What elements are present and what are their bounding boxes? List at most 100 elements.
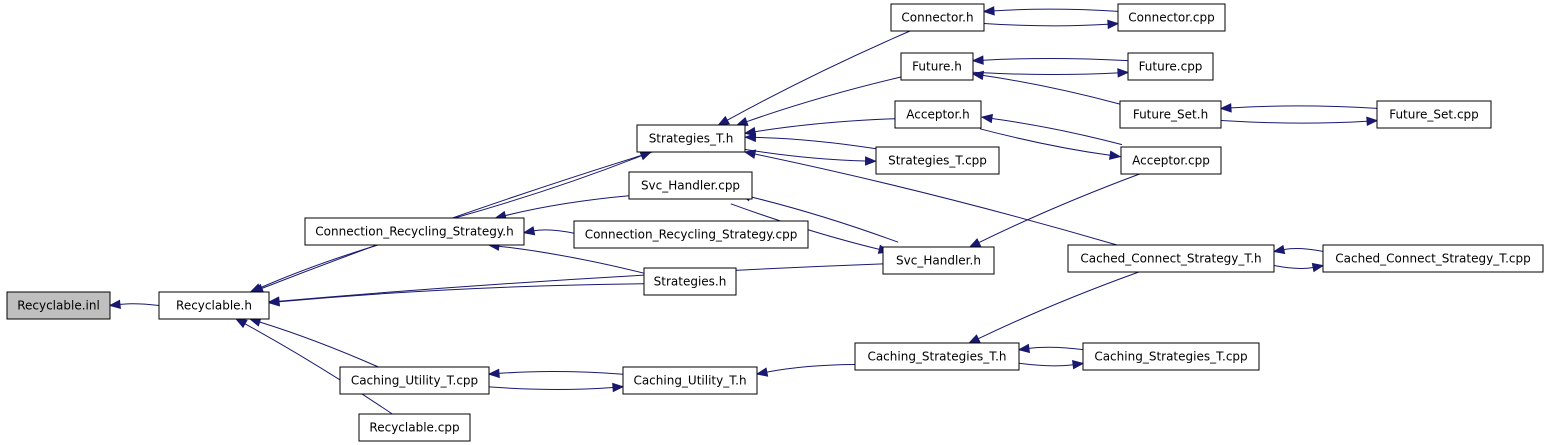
edge-caching_utility_t_cpp-to-caching_utility_t_h [488, 386, 614, 390]
node-label: Acceptor.h [906, 108, 970, 122]
node-cached-connect-strategy-t-cpp[interactable]: Cached_Connect_Strategy_T.cpp [1322, 244, 1544, 273]
node-box[interactable] [573, 220, 809, 249]
node-caching-strategies-t-h[interactable]: Caching_Strategies_T.h [854, 342, 1020, 371]
node-svc-handler-cpp[interactable]: Svc_Handler.cpp [628, 171, 753, 200]
node-cached-connect-strategy-t-h[interactable]: Cached_Connect_Strategy_T.h [1067, 244, 1275, 273]
node-future-cpp[interactable]: Future.cpp [1127, 52, 1214, 81]
arrowhead-svc_handler_h-to-recyclable_h [267, 296, 280, 306]
node-label: Strategies.h [654, 275, 727, 289]
node-box[interactable] [1127, 52, 1214, 81]
node-future-h[interactable]: Future.h [900, 52, 974, 81]
edge-cached_connect_strategy_t_h-to-strategies_t_h [754, 153, 1118, 246]
node-connection-recycling-strategy-cpp[interactable]: Connection_Recycling_Strategy.cpp [573, 220, 809, 249]
arrowhead-caching_utility_t_h-to-caching_utility_t_cpp [487, 368, 500, 379]
edge-connector_h-to-strategies_t_h [727, 30, 911, 121]
arrowhead-cached_connect_strategy_t_cpp-to-cached_connect_strategy_t_h [1272, 244, 1286, 255]
node-svc-handler-h[interactable]: Svc_Handler.h [882, 246, 995, 275]
node-box[interactable] [339, 366, 490, 395]
edge-svc_handler_h-to-recyclable_h [278, 263, 884, 302]
node-strategies-h[interactable]: Strategies.h [643, 267, 737, 296]
node-connection-recycling-strategy-h[interactable]: Connection_Recycling_Strategy.h [304, 217, 525, 246]
arrowhead-future_set_cpp-to-future_set_h [1219, 103, 1232, 113]
node-box[interactable] [622, 366, 758, 395]
node-box[interactable] [882, 246, 995, 275]
node-box[interactable] [643, 267, 737, 296]
edge-connection_recycling_strategy_cpp-to-connection_recycling_strategy_h [533, 229, 575, 234]
edges-layer [108, 6, 1379, 415]
node-label: Caching_Strategies_T.cpp [1094, 350, 1247, 364]
node-label: Future_Set.h [1133, 108, 1208, 122]
node-caching-utility-t-cpp[interactable]: Caching_Utility_T.cpp [339, 366, 490, 395]
node-acceptor-h[interactable]: Acceptor.h [894, 100, 982, 129]
arrowhead-connector_cpp-to-connector_h [982, 6, 995, 16]
node-label: Connection_Recycling_Strategy.cpp [585, 228, 798, 242]
arrowhead-cached_connect_strategy_t_h-to-strategies_t_h [743, 149, 757, 159]
node-recyclable-h[interactable]: Recyclable.h [158, 291, 270, 320]
edge-strategies_t_cpp-to-strategies_t_h [755, 136, 877, 150]
node-strategies-t-cpp[interactable]: Strategies_T.cpp [875, 146, 1000, 175]
node-box[interactable] [358, 413, 471, 442]
node-label: Future.cpp [1139, 60, 1203, 74]
edge-caching_utility_t_h-to-caching_utility_t_cpp [498, 371, 624, 375]
edge-svc_handler_h-to-svc_handler_cpp [749, 196, 899, 243]
node-label: Future.h [912, 60, 962, 74]
node-label: Cached_Connect_Strategy_T.h [1080, 252, 1261, 266]
node-box[interactable] [890, 3, 985, 32]
arrowhead-future_h-to-strategies_t_h [735, 117, 749, 126]
node-box[interactable] [1120, 146, 1222, 175]
node-box[interactable] [1117, 3, 1226, 32]
node-future-set-h[interactable]: Future_Set.h [1119, 100, 1222, 129]
node-label: Caching_Utility_T.cpp [351, 374, 478, 388]
node-box[interactable] [1119, 100, 1222, 129]
node-label: Svc_Handler.cpp [641, 179, 740, 193]
edge-future_set_h-to-future_set_cpp [1220, 120, 1368, 124]
node-box[interactable] [304, 217, 525, 246]
node-recyclable-inl[interactable]: Recyclable.inl [6, 291, 111, 320]
node-connector-cpp[interactable]: Connector.cpp [1117, 3, 1226, 32]
edge-connector_cpp-to-connector_h [993, 8, 1119, 12]
edge-connection_recycling_strategy_h-to-strategies_t_h [454, 155, 642, 219]
node-strategies-t-h[interactable]: Strategies_T.h [636, 124, 746, 153]
node-label: Strategies_T.cpp [888, 154, 987, 168]
arrowhead-acceptor_cpp-to-acceptor_h [980, 113, 993, 124]
arrowhead-strategies_t_h-to-strategies_t_cpp [864, 156, 877, 166]
node-box[interactable] [875, 146, 1000, 175]
node-box[interactable] [894, 100, 982, 129]
node-box[interactable] [1082, 342, 1260, 371]
edge-cached_connect_strategy_t_cpp-to-cached_connect_strategy_t_h [1283, 248, 1324, 252]
edge-caching_strategies_t_h-to-caching_utility_t_h [766, 364, 856, 373]
edge-future_h-to-strategies_t_h [746, 76, 902, 123]
node-label: Svc_Handler.h [896, 254, 981, 268]
node-box[interactable] [1322, 244, 1544, 273]
node-future-set-cpp[interactable]: Future_Set.cpp [1376, 100, 1492, 129]
node-connector-h[interactable]: Connector.h [890, 3, 985, 32]
edge-strategies_h-to-connection_recycling_strategy_h [498, 245, 645, 274]
nodes-layer: Recyclable.inl Recyclable.h Strategies_T.h… [6, 3, 1544, 442]
edge-recyclable_h-to-recyclable_inl [119, 303, 160, 306]
edge-svc_handler_cpp-to-connection_recycling_strategy_h [505, 195, 630, 217]
node-label: Connector.h [901, 11, 973, 25]
node-box[interactable] [900, 52, 974, 81]
node-label: Strategies_T.h [649, 132, 734, 146]
node-box[interactable] [1376, 100, 1492, 129]
node-box[interactable] [854, 342, 1020, 371]
node-box[interactable] [636, 124, 746, 153]
edge-strategies_t_h-to-strategies_t_cpp [744, 148, 866, 162]
arrowhead-future_set_h-to-future_h [971, 70, 985, 81]
arrowhead-cached_connect_strategy_t_h-to-cached_connect_strategy_t_cpp [1311, 262, 1325, 273]
node-acceptor-cpp[interactable]: Acceptor.cpp [1120, 146, 1222, 175]
node-label: Caching_Utility_T.h [633, 374, 746, 388]
node-label: Caching_Strategies_T.h [867, 350, 1006, 364]
node-recyclable-cpp[interactable]: Recyclable.cpp [358, 413, 471, 442]
arrowhead-caching_utility_t_cpp-to-caching_utility_t_h [612, 382, 625, 393]
edge-future_set_cpp-to-future_set_h [1230, 105, 1378, 109]
node-box[interactable] [628, 171, 753, 200]
node-box[interactable] [1067, 244, 1275, 273]
node-label: Connection_Recycling_Strategy.h [315, 225, 513, 239]
edge-caching_utility_t_cpp-to-recyclable_h [259, 321, 379, 368]
node-caching-utility-t-h[interactable]: Caching_Utility_T.h [622, 366, 758, 395]
node-caching-strategies-t-cpp[interactable]: Caching_Strategies_T.cpp [1082, 342, 1260, 371]
node-box[interactable] [158, 291, 270, 320]
arrowhead-acceptor_h-to-strategies_t_h [743, 126, 757, 137]
node-box[interactable] [6, 291, 111, 320]
